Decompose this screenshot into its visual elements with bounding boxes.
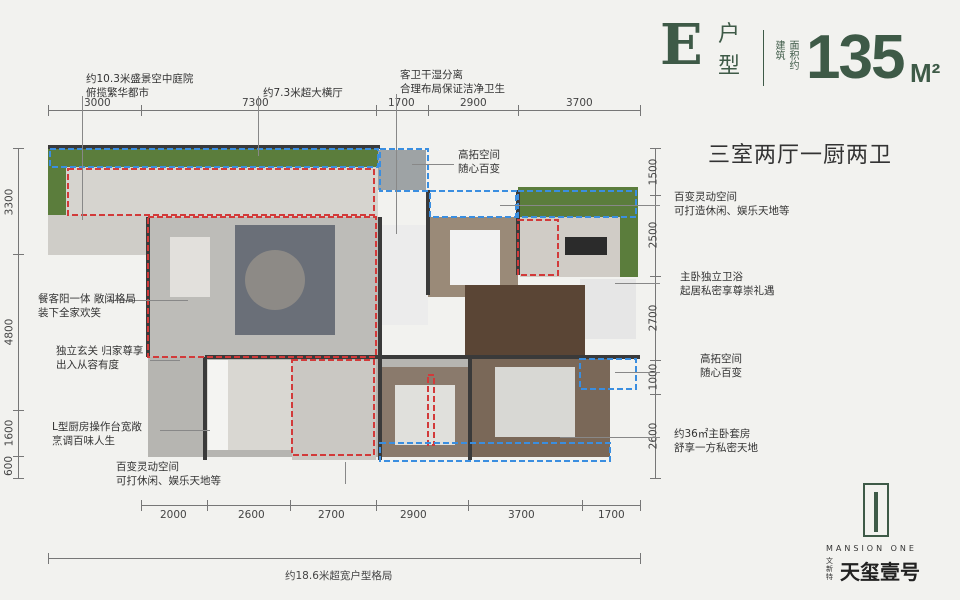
dim-tick [640,553,641,564]
dim-tick [48,105,49,116]
bottom-dim-label: 2700 [318,509,345,521]
right-dim-label: 2500 [647,221,660,249]
dim-tick [428,105,429,116]
layout-subtitle: 三室两厅一厨两卫 [708,143,893,168]
leader-line [345,462,346,484]
dim-tick [376,105,377,116]
dim-tick [207,500,208,511]
top-dim-label: 1700 [388,97,415,109]
left-dim-label: 600 [3,455,16,477]
leader-line [258,96,259,156]
callout-dining: 餐客阳一体 敞阔格局装下全家欢笑 [38,293,136,319]
right-dim-label: 1000 [647,363,660,391]
brand-cn: 天玺壹号 [840,560,920,584]
bottom-dim-label: 2900 [400,509,427,521]
top-dim-label: 2900 [460,97,487,109]
bottom-dim-label: 1700 [598,509,625,521]
unit-type-letter: E [660,12,703,78]
dim-tick [13,410,24,411]
callout-bath: 客卫干湿分离合理布局保证洁净卫生 [400,69,505,95]
brand-logo [862,482,890,538]
dim-tick [468,500,469,511]
dim-tick [141,500,142,511]
leader-line [560,437,660,438]
callout-flex-top: 高拓空间随心百变 [458,149,500,175]
area-value: 135 [806,23,905,92]
top-dim-label: 3000 [84,97,111,109]
callout-entry: 独立玄关 归家尊享出入从容有度 [56,345,144,371]
leader-line [108,300,188,301]
dim-tick [582,500,583,511]
callout-courtyard: 约10.3米盛景空中庭院俯揽繁华都市 [86,73,194,99]
dim-tick [640,105,641,116]
callout-study: 百变灵动空间可打造休闲、娱乐天地等 [674,191,790,217]
dim-tick [290,500,291,511]
dim-tick [650,148,661,149]
area-unit: M² [910,58,941,88]
dim-tick [650,394,661,395]
dim-tick [650,360,661,361]
callout-master: 约36㎡主卧套房舒享一方私密天地 [674,428,758,454]
dim-tick [141,105,142,116]
dim-tick [13,148,24,149]
right-dim-label: 2600 [647,422,660,450]
brand-cn-small: 文新特 [826,557,833,581]
unit-type-label: 户 型 [718,22,741,79]
top-dim-label: 7300 [242,97,269,109]
bottom-dim-label: 3700 [508,509,535,521]
right-dim-label: 1500 [647,158,660,186]
floor-plan [40,145,645,485]
right-dim-label: 2700 [647,304,660,332]
overall-width-note: 约18.6米超宽户型格局 [285,570,393,582]
callout-flex-bottom: 百变灵动空间可打休闲、娱乐天地等 [116,461,221,487]
dim-tick [518,105,519,116]
dim-tick [640,500,641,511]
dim-tick [376,500,377,511]
callout-living: 约7.3米超大横厅 [263,87,343,99]
leader-line [150,360,180,361]
dim-tick [650,195,661,196]
leader-line [160,430,210,431]
dim-tick [650,276,661,277]
dim-tick [13,456,24,457]
header-divider [763,30,764,86]
dim-tick [13,478,24,479]
left-dimension-line [18,148,19,478]
bottom-dim-label: 2600 [238,509,265,521]
brand-mark-icon [863,483,889,537]
bottom-dim-label: 2000 [160,509,187,521]
callout-flex-right: 高拓空间随心百变 [700,353,742,379]
top-dimension-line [48,110,640,111]
dim-tick [48,553,49,564]
right-dimension-line [655,148,656,478]
area-label: 建筑 面积约 [773,40,798,70]
callout-master-bath: 主卧独立卫浴起居私密享尊崇礼遇 [680,271,775,297]
left-dim-label: 3300 [3,188,16,216]
bottom-dimension-line [141,505,640,506]
dim-tick [13,254,24,255]
leader-line [615,283,660,284]
top-dim-label: 3700 [566,97,593,109]
leader-line [82,96,83,220]
leader-line [412,164,454,165]
left-dim-label: 1600 [3,419,16,447]
leader-line [396,94,397,234]
dim-tick [650,478,661,479]
overall-width-line [48,558,640,559]
callout-kitchen: L型厨房操作台宽敞烹调百味人生 [52,421,142,447]
leader-line [500,205,660,206]
floor-plan-drawing [48,145,640,462]
leader-line [615,372,660,373]
brand-en: MANSION ONE [826,544,917,553]
left-dim-label: 4800 [3,318,16,346]
